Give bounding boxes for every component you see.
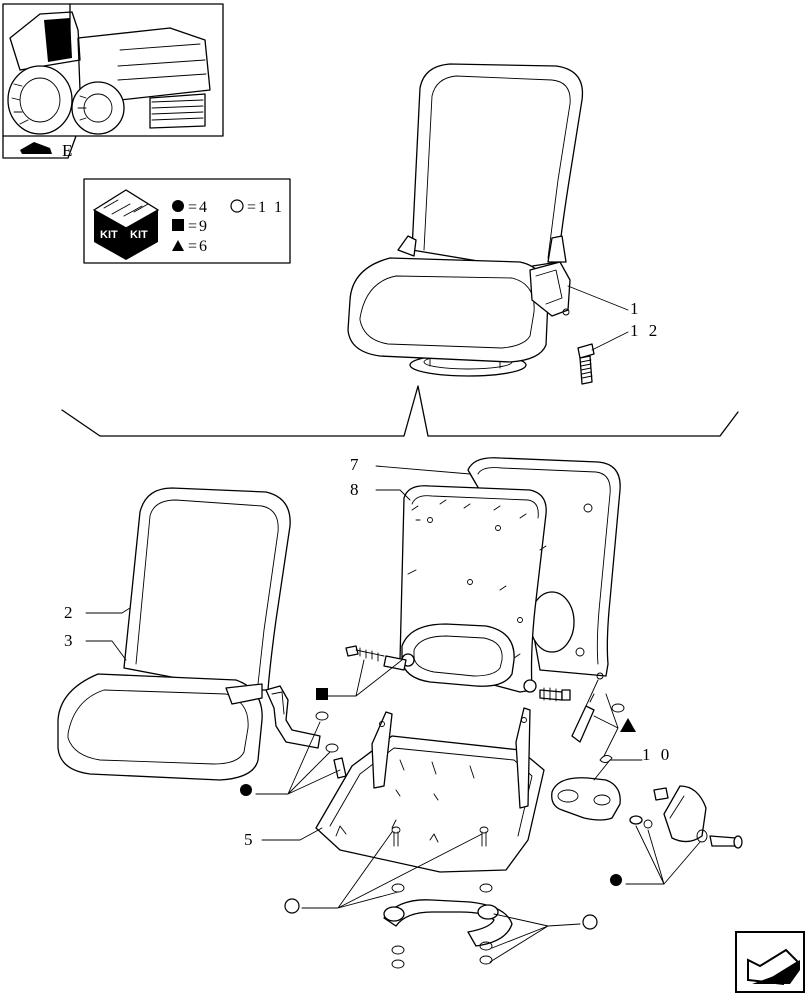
belt-bracket [265, 685, 347, 779]
leader-filled-circle-left [255, 721, 341, 795]
screw-group-square [345, 645, 571, 702]
legend-filled-circle-count: =4 [188, 199, 209, 216]
kit-logo-left: KIT [100, 229, 118, 241]
filled-circle-marker-left [240, 784, 252, 796]
bolt-part-12 [577, 343, 595, 385]
pan-bolts [391, 826, 493, 893]
assembled-seat [347, 63, 584, 377]
swivel-ring [383, 899, 513, 969]
leader-1 [567, 285, 629, 311]
part-label-7: 7 [350, 455, 362, 474]
open-circle-marker-right [582, 914, 598, 930]
legend-filled-square-count: =9 [188, 218, 209, 235]
back-arrow-icon[interactable] [735, 931, 805, 993]
seat-cover-parts-2-3 [57, 487, 291, 781]
leader-7 [375, 465, 477, 485]
open-circle-symbol [230, 199, 244, 213]
leader-filled-circle-right [625, 825, 701, 885]
leader-8 [375, 489, 411, 501]
legend-open-circle-count: =1 1 [247, 199, 284, 216]
filled-square-symbol [172, 219, 184, 231]
leader-square [327, 659, 403, 697]
part-10-housing [551, 777, 621, 821]
open-circle-marker-left [284, 898, 300, 914]
thumbnail-tab: E [2, 135, 77, 160]
leader-3 [85, 640, 127, 661]
leader-5 [261, 827, 323, 841]
kit-box-icon: KIT KIT [92, 189, 160, 260]
kit-legend: KIT KIT =4 =1 1 =9 =6 [83, 178, 291, 264]
part-label-2: 2 [64, 603, 76, 622]
part-label-1: 1 [630, 299, 642, 318]
tab-letter-text: E [62, 141, 75, 160]
kit-logo-right: KIT [130, 229, 148, 241]
part-label-3: 3 [64, 631, 76, 650]
square-marker [316, 688, 328, 700]
triangle-marker [620, 718, 636, 732]
seat-pan-part-5 [315, 707, 545, 873]
leader-10 [593, 759, 643, 781]
part-label-8: 8 [350, 480, 362, 499]
filled-circle-symbol [172, 200, 184, 212]
part-label-5: 5 [244, 830, 256, 849]
part-label-12: 1 2 [630, 321, 660, 340]
leader-open-circle-right [489, 913, 581, 963]
explode-bracket [61, 385, 739, 437]
leader-12 [591, 331, 629, 351]
tractor-thumbnail[interactable] [2, 3, 224, 137]
leader-open-circle-left [301, 831, 483, 909]
part-label-10: 1 0 [642, 745, 672, 764]
backrest-plate-part-8 [399, 485, 547, 693]
legend-filled-triangle-count: =6 [188, 238, 209, 255]
filled-triangle-symbol [172, 240, 184, 251]
leader-2 [85, 607, 131, 614]
filled-circle-marker-right [610, 874, 622, 886]
gas-spring-triangle-group [571, 672, 625, 763]
leader-triangle [593, 693, 619, 757]
seat-belt-buckle [629, 785, 743, 849]
